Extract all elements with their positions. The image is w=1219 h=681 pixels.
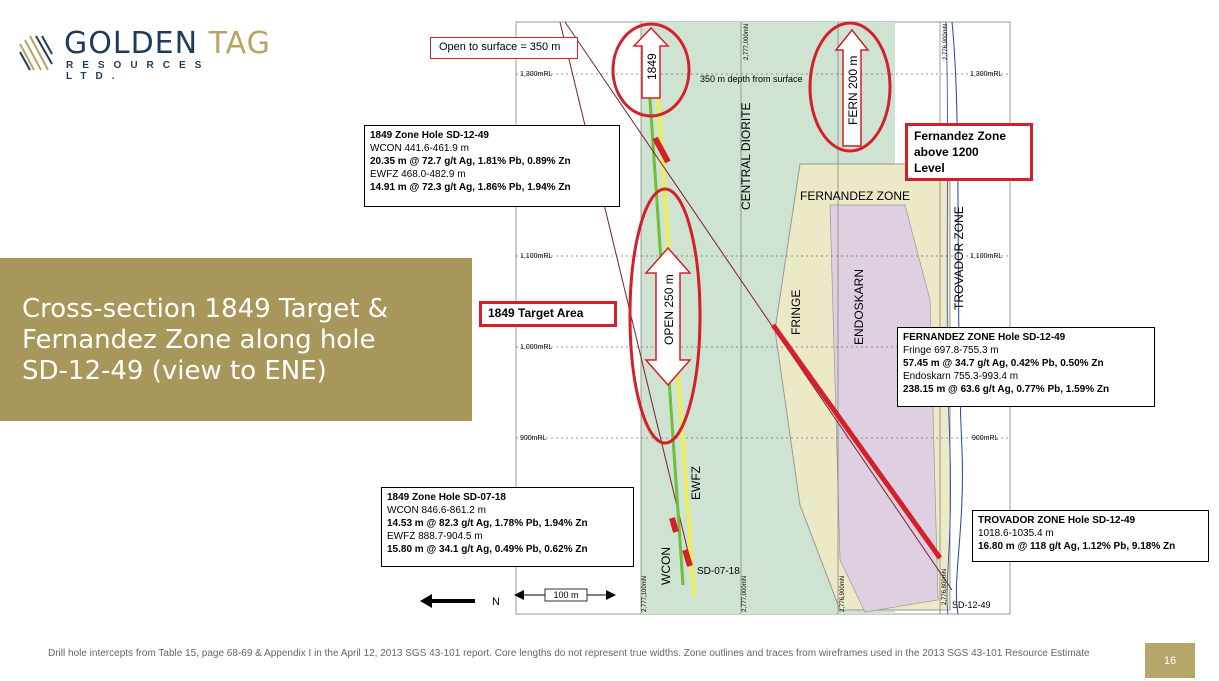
fernandez-above-1200-box: Fernandez Zone above 1200 Level [905,123,1033,181]
callout-trovador: TROVADOR ZONE Hole SD-12-49 1018.6-1035.… [972,510,1209,562]
callout-sd0718: 1849 Zone Hole SD-07-18 WCON 846.6-861.2… [381,487,634,567]
open-surface-label: Open to surface = 350 m [430,37,578,59]
level-1100-left: 1,100mRL [520,253,552,260]
grid-top-1: 2,777,000mN [744,24,750,60]
scale-label: 100 m [553,590,578,600]
logo-wordmark: GOLDEN TAG [64,26,271,61]
arrow-open [644,246,692,387]
sd0718-ewfz-intercept [682,549,693,567]
level-900-right: 900mRL [972,435,999,442]
sd0718-label: SD-07-18 [697,566,740,577]
footnote: Drill hole intercepts from Table 15, pag… [48,648,1090,659]
logo-mark-icon [19,35,53,71]
level-1000: 1,000mRL [520,344,552,351]
company-logo: GOLDEN TAG RESOURCES LTD. [18,26,278,82]
target-area-box: 1849 Target Area [479,301,617,327]
grid-bottom-2: 2,777,000mN [742,576,748,612]
grid-bottom-3: 2,776,900mN [840,576,846,612]
ellipse-open [628,187,702,445]
arrow-fern-label: FERN 200 m [846,56,860,125]
sd1249-wcon-intercept [652,136,671,164]
arrow-fern [834,28,870,147]
arrow-open-label: OPEN 250 m [662,274,676,345]
logo-subtitle: RESOURCES LTD. [66,60,211,82]
scale-label-box [544,588,588,602]
callout-sd1249-1849: 1849 Zone Hole SD-12-49 WCON 441.6-461.9… [364,125,620,207]
arrow-1849-label: 1849 [645,53,659,80]
trovador-zone-label: TROVADOR ZONE [952,206,966,310]
grid-bottom-4: 2,776,800mN [942,569,948,605]
drill-trace-west [559,21,691,561]
scale-right-arrow-icon [606,590,616,600]
sd0718-wcon-intercept [669,517,679,533]
endoskarn-polygon [829,204,939,613]
northing-gridlines [640,22,941,614]
title-panel: Cross-section 1849 Target & Fernandez Zo… [0,258,472,421]
slide-title: Cross-section 1849 Target & Fernandez Zo… [22,294,388,386]
level-1100-right: 1,100mRL [970,253,1002,260]
depth-label: 350 m depth from surface [700,74,803,84]
ellipse-1849 [611,22,691,118]
endoskarn-label: ENDOSKARN [852,269,866,345]
scale-left-arrow-icon [514,590,524,600]
sd1249-label: SD-12-49 [952,600,991,610]
level-900-left: 900mRL [520,435,547,442]
grid-bottom-1: 2,777,100mN [642,576,648,612]
fernandez-zone-label: FERNANDEZ ZONE [800,189,910,203]
ewfz-label: EWFZ [689,466,703,500]
grid-top-2: 2,776,900mN [943,24,949,60]
north-label: N [492,596,500,608]
central-diorite-label: CENTRAL DIORITE [739,102,753,210]
wcon-label: WCON [659,547,673,585]
sd1249-fernandez-intercept [770,323,943,560]
fringe-label: FRINGE [789,290,803,335]
ellipse-fern [808,21,892,153]
level-1300-right: 1,300mRL [970,71,1002,78]
callout-fernandez: FERNANDEZ ZONE Hole SD-12-49 Fringe 697.… [897,327,1155,407]
page-number: 16 [1145,643,1195,678]
level-1300-left: 1,300mRL [520,71,552,78]
north-arrow-icon [420,594,432,608]
arrow-1849 [632,26,670,99]
sd1249-trace [564,21,953,591]
